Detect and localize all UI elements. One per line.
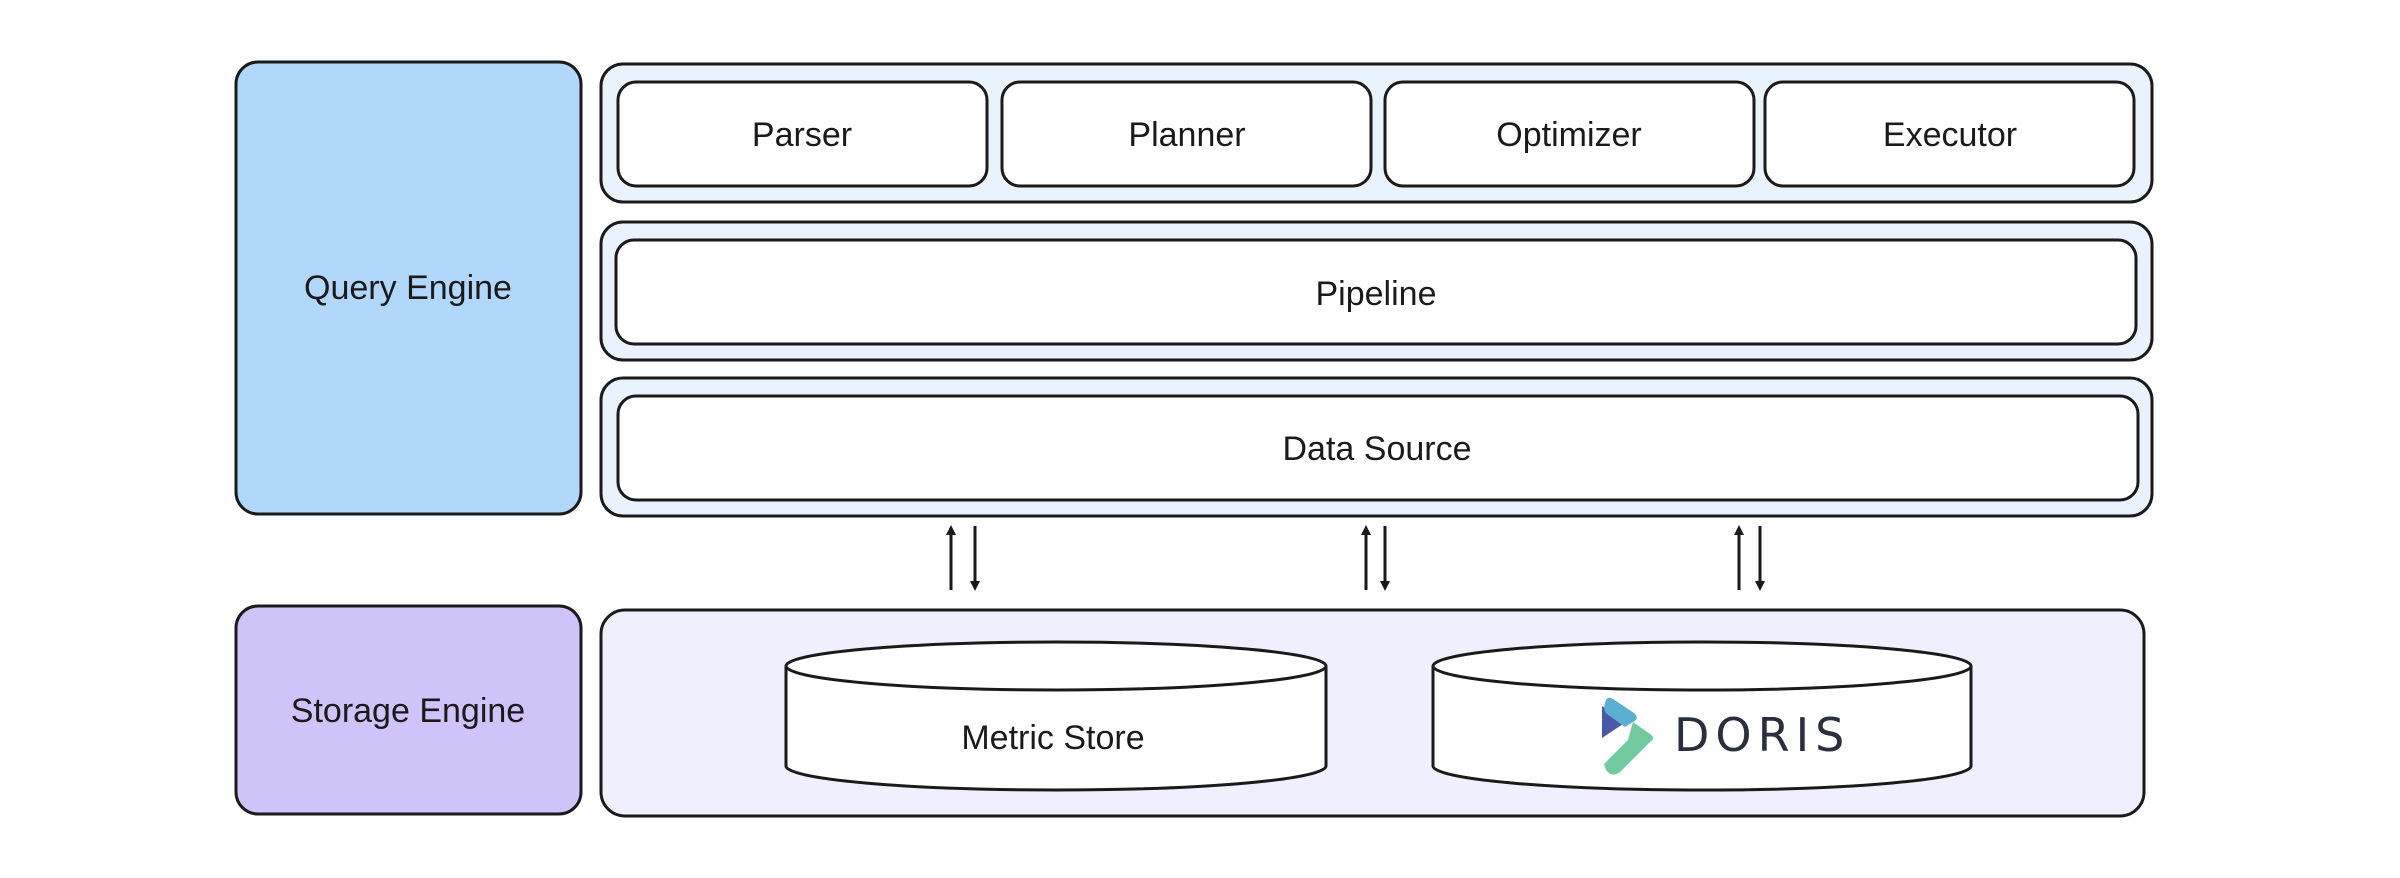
up-down-arrows-icon <box>1734 525 1765 591</box>
executor-box: Executor <box>1763 80 2136 188</box>
query-stages-container: Parser Planner Optimizer Executor <box>599 62 2154 204</box>
storage-engine-label: Storage Engine <box>291 692 525 730</box>
storage-engine-panel: Storage Engine <box>234 604 583 816</box>
doris-logo-icon: DORIS <box>1602 697 1850 775</box>
query-engine-label: Query Engine <box>304 269 512 307</box>
optimizer-box: Optimizer <box>1383 80 1756 188</box>
pipeline-box: Pipeline <box>614 238 2138 346</box>
up-down-arrows-icon <box>1361 525 1390 591</box>
data-source-box: Data Source <box>616 394 2140 502</box>
storage-container: Metric Store DORIS <box>599 608 2146 818</box>
doris-cylinder: DORIS <box>1431 640 1973 792</box>
planner-label: Planner <box>1128 116 1245 154</box>
parser-box: Parser <box>616 80 989 188</box>
metric-store-label: Metric Store <box>961 719 1144 757</box>
parser-label: Parser <box>752 116 852 154</box>
data-source-label: Data Source <box>1283 430 1472 468</box>
executor-label: Executor <box>1883 116 2017 154</box>
up-down-arrows-icon <box>946 525 980 591</box>
optimizer-label: Optimizer <box>1496 116 1641 154</box>
metric-store-cylinder: Metric Store <box>784 640 1328 792</box>
pipeline-label: Pipeline <box>1316 275 1437 313</box>
query-engine-panel: Query Engine <box>234 60 583 516</box>
doris-logo-text: DORIS <box>1674 708 1850 762</box>
pipeline-container: Pipeline <box>599 220 2154 362</box>
planner-box: Planner <box>1000 80 1373 188</box>
data-source-container: Data Source <box>599 376 2154 518</box>
